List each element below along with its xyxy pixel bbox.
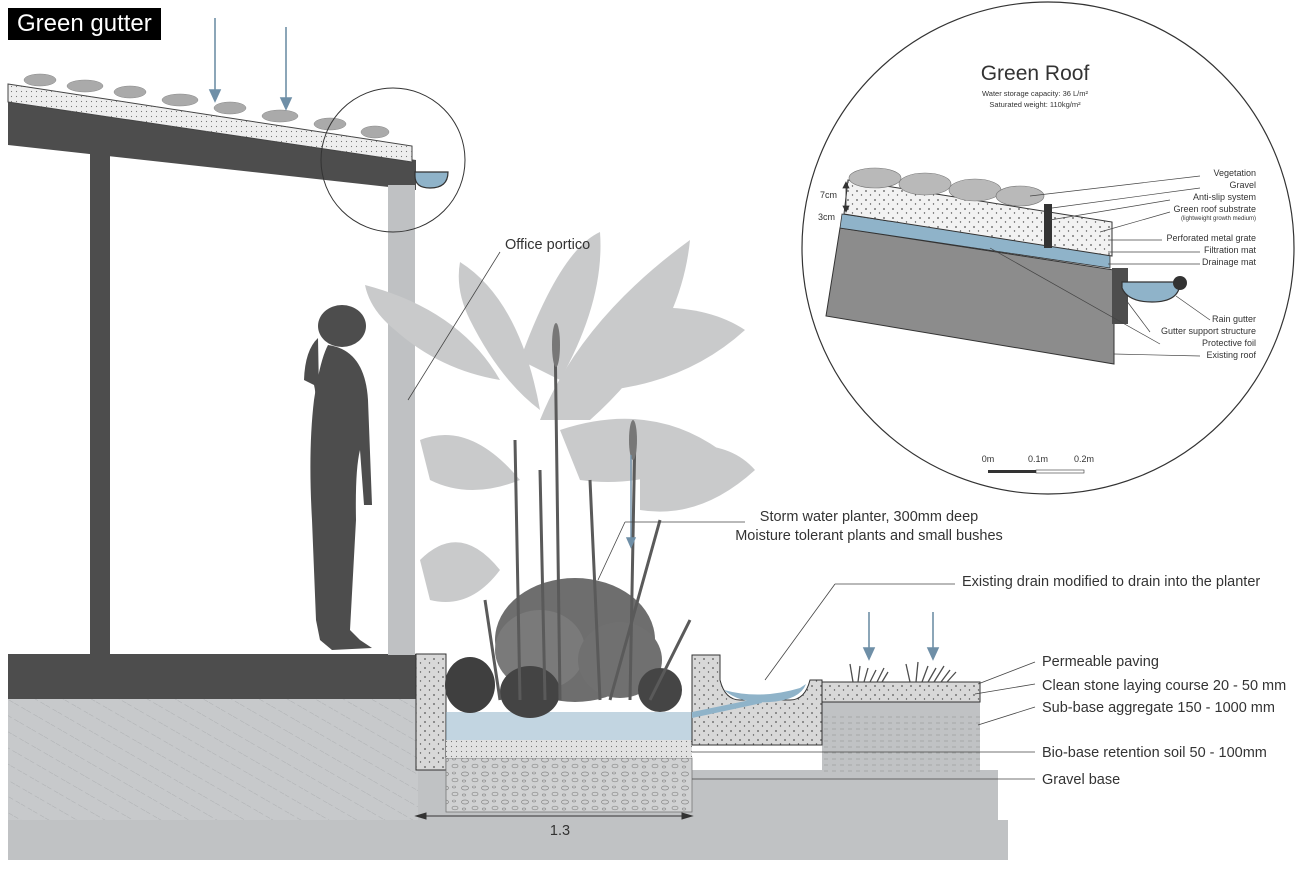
detail-label-metal-grate: Perforated metal grate — [1166, 233, 1256, 243]
detail-label-existing-roof: Existing roof — [1206, 350, 1256, 360]
rain-arrows-paving — [862, 612, 940, 661]
label-planter-line2: Moisture tolerant plants and small bushe… — [735, 528, 1003, 544]
dimension-label: 1.3 — [550, 823, 570, 839]
detail-gutter-support — [1112, 268, 1128, 324]
detail-label-substrate-note: (lightweight growth medium) — [1181, 216, 1256, 222]
detail-label-gravel: Gravel — [1229, 180, 1256, 190]
label-office-portico: Office portico — [505, 237, 590, 253]
detail-label-filtration: Filtration mat — [1204, 245, 1257, 255]
detail-dim-markers — [842, 181, 850, 213]
label-sub-base: Sub-base aggregate 150 - 1000 mm — [1042, 700, 1275, 716]
background-foliage — [365, 232, 755, 602]
leader-lines — [407, 251, 1036, 780]
detail-label-protective-foil: Protective foil — [1202, 338, 1256, 348]
green-roof-detail: Green Roof Water storage capacity: 36 L/… — [801, 1, 1295, 495]
detail-existing-roof — [825, 227, 1115, 365]
drain-pipe — [692, 698, 762, 718]
label-planter-line1: Storm water planter, 300mm deep — [760, 509, 978, 525]
detail-scale-bar — [988, 469, 1085, 474]
column-left — [90, 150, 110, 680]
detail-label-rain-gutter: Rain gutter — [1212, 314, 1256, 324]
ground-hatch — [8, 698, 418, 820]
planter-wall-left-dots — [416, 654, 446, 770]
ground-lower — [8, 820, 1008, 860]
detail-scale-0: 0m — [982, 454, 995, 464]
detail-weight: Saturated weight: 110kg/m² — [989, 100, 1081, 109]
detail-label-gutter-support: Gutter support structure — [1161, 326, 1256, 336]
detail-title: Green Roof — [981, 62, 1090, 85]
detail-anti-slip — [1044, 204, 1052, 248]
roof-substrate-dots — [8, 84, 412, 162]
paving-grass — [849, 661, 957, 683]
dimension-line — [414, 812, 694, 820]
rain-arrows-planter — [625, 455, 637, 549]
label-gravel-base: Gravel base — [1042, 772, 1120, 788]
page-title: Green gutter — [8, 8, 161, 40]
roof-vegetation — [23, 73, 390, 139]
paving-layer-dots — [822, 682, 980, 702]
planter-water — [446, 712, 692, 740]
detail-label-vegetation: Vegetation — [1213, 168, 1256, 178]
roof-gutter — [414, 171, 449, 189]
detail-dim-7: 7cm — [820, 190, 837, 200]
label-bio-base: Bio-base retention soil 50 - 100mm — [1042, 745, 1267, 761]
roof-detail-callout — [320, 87, 466, 233]
detail-label-anti-slip: Anti-slip system — [1193, 192, 1256, 202]
detail-scale-1: 0.1m — [1028, 454, 1048, 464]
roof-slab — [8, 100, 416, 190]
detail-leader-lines — [989, 175, 1211, 357]
column-right — [388, 185, 415, 655]
person-silhouette — [304, 305, 372, 650]
detail-capacity: Water storage capacity: 36 L/m² — [982, 89, 1089, 98]
detail-dim-3: 3cm — [818, 212, 835, 222]
detail-label-substrate: Green roof substrate — [1173, 204, 1256, 214]
label-permeable-paving: Permeable paving — [1042, 654, 1159, 670]
detail-vegetation — [848, 167, 1045, 207]
rain-arrows-roof — [208, 18, 293, 111]
ground-right-pattern — [822, 712, 980, 772]
label-existing-drain: Existing drain modified to drain into th… — [962, 574, 1260, 590]
planter-gravel-pattern — [446, 758, 692, 812]
detail-label-drainage: Drainage mat — [1202, 257, 1257, 267]
detail-scale-2: 0.2m — [1074, 454, 1094, 464]
label-clean-stone: Clean stone laying course 20 - 50 mm — [1042, 678, 1286, 694]
planter-vegetation — [445, 323, 692, 718]
terrace-slab — [8, 654, 418, 699]
planter-bio-soil-dots — [446, 740, 692, 758]
drain-water — [724, 684, 806, 703]
